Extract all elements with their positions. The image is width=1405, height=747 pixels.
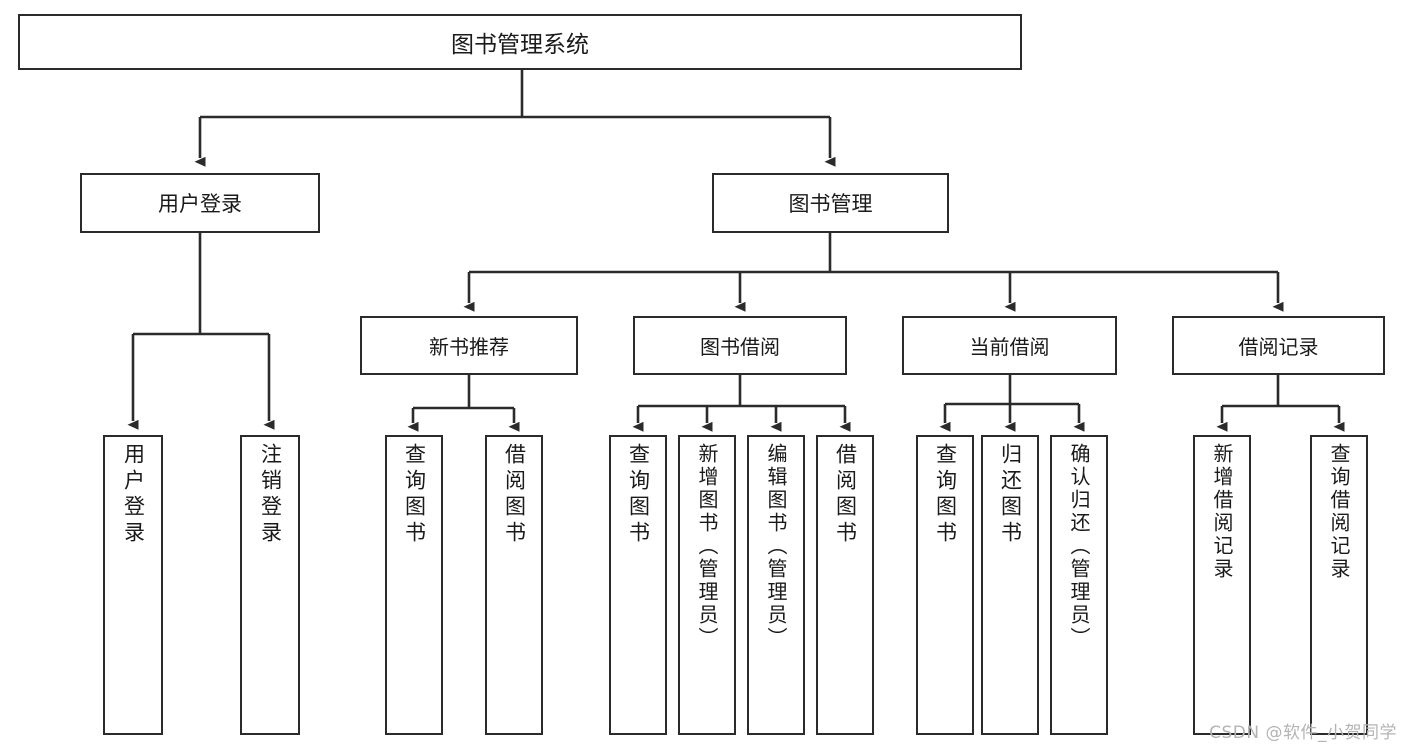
node-label: 确认归还（管理员） xyxy=(1067,443,1091,650)
node-book-borrow[interactable]: 图书借阅 xyxy=(633,316,847,375)
leaf-borrow-book-recommend[interactable]: 借阅图书 xyxy=(485,435,543,735)
node-label: 借阅图书 xyxy=(833,443,858,547)
node-label: 用户登录 xyxy=(158,192,242,216)
node-label: 图书管理 xyxy=(788,192,873,216)
leaf-return-book[interactable]: 归还图书 xyxy=(981,435,1039,735)
node-label: 用户登录 xyxy=(121,443,146,547)
leaf-add-borrow-record[interactable]: 新增借阅记录 xyxy=(1193,435,1251,735)
node-label: 新增图书（管理员） xyxy=(695,443,719,650)
node-label: 图书管理系统 xyxy=(451,32,589,58)
node-root-system[interactable]: 图书管理系统 xyxy=(18,14,1022,70)
leaf-query-borrow-record[interactable]: 查询借阅记录 xyxy=(1310,435,1368,735)
node-label: 当前借阅 xyxy=(969,335,1050,359)
node-label: 新书推荐 xyxy=(429,335,509,359)
node-label: 查询图书 xyxy=(626,443,651,547)
leaf-query-book-borrow[interactable]: 查询图书 xyxy=(609,435,667,735)
node-label: 查询借阅记录 xyxy=(1327,443,1351,581)
watermark-text: CSDN @软件_小贺同学 xyxy=(1209,723,1397,743)
node-label: 查询图书 xyxy=(402,443,427,547)
node-label: 新增借阅记录 xyxy=(1210,443,1234,581)
node-current-borrow[interactable]: 当前借阅 xyxy=(902,316,1117,375)
node-label: 借阅图书 xyxy=(502,443,527,547)
leaf-query-book-recommend[interactable]: 查询图书 xyxy=(385,435,443,735)
node-borrow-record[interactable]: 借阅记录 xyxy=(1172,316,1385,375)
node-book-management[interactable]: 图书管理 xyxy=(712,173,949,233)
node-label: 归还图书 xyxy=(998,443,1023,547)
node-label: 查询图书 xyxy=(933,443,958,547)
node-new-book-recommend[interactable]: 新书推荐 xyxy=(360,316,578,375)
leaf-logout[interactable]: 注销登录 xyxy=(240,435,300,735)
node-label: 图书借阅 xyxy=(700,335,780,359)
node-user-login[interactable]: 用户登录 xyxy=(80,173,320,233)
node-label: 编辑图书（管理员） xyxy=(764,443,788,650)
node-label: 借阅记录 xyxy=(1238,335,1319,359)
node-label: 注销登录 xyxy=(258,443,283,547)
leaf-add-book-admin[interactable]: 新增图书（管理员） xyxy=(678,435,736,735)
leaf-borrow-book[interactable]: 借阅图书 xyxy=(816,435,874,735)
leaf-edit-book-admin[interactable]: 编辑图书（管理员） xyxy=(747,435,805,735)
leaf-user-login[interactable]: 用户登录 xyxy=(103,435,163,735)
leaf-confirm-return-admin[interactable]: 确认归还（管理员） xyxy=(1050,435,1108,735)
leaf-query-book-current[interactable]: 查询图书 xyxy=(916,435,974,735)
